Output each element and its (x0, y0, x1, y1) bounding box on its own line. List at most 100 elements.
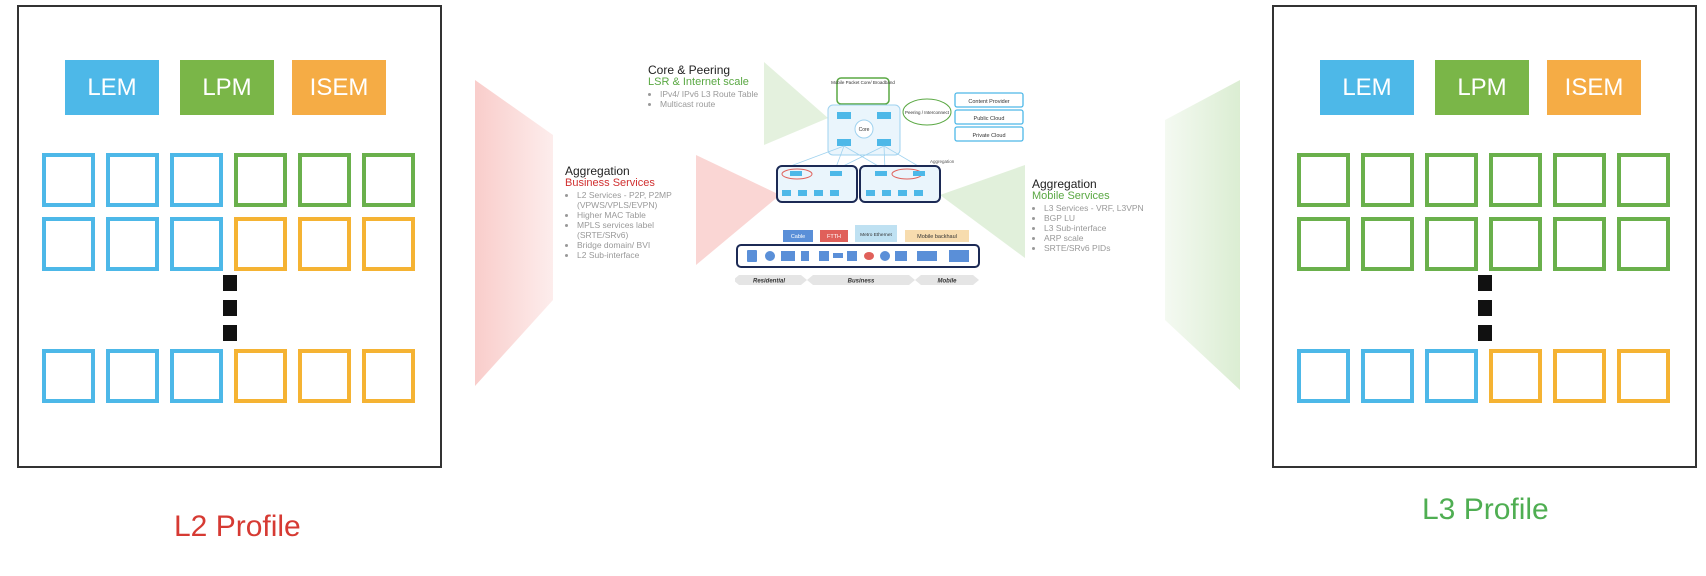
l3-cell-isem (1617, 349, 1670, 403)
l3-profile-panel: LEM LPM ISEM (1272, 5, 1697, 468)
ellipsis-dot (223, 275, 237, 291)
access-tag (855, 225, 897, 242)
l3-cell-isem (1489, 349, 1542, 403)
ellipsis-dot (1478, 325, 1492, 341)
l2-cell-lpm (298, 153, 351, 207)
l3-cell-lpm (1489, 217, 1542, 271)
l3-cell-lpm (1553, 153, 1606, 207)
l2-cell-isem (298, 349, 351, 403)
agg-business-bullet: L2 Sub-interface (577, 250, 695, 260)
l3-cell-isem (1553, 349, 1606, 403)
agg-business-bullet: Higher MAC Table (577, 210, 695, 220)
l3-cell-lpm (1617, 217, 1670, 271)
l2-cell-lpm (234, 153, 287, 207)
lpm-tag: LPM (1435, 60, 1529, 115)
agg-mobile-title: Aggregation (1032, 177, 1097, 191)
l2-cell-isem (362, 349, 415, 403)
cloud-box (954, 126, 1024, 142)
isem-tag: ISEM (1547, 60, 1641, 115)
l3-cell-lpm (1553, 217, 1606, 271)
l3-cell-lem (1425, 349, 1478, 403)
l2-cell-lem (106, 349, 159, 403)
l3-profile-label: L3 Profile (1422, 493, 1549, 526)
endpoint-icons (747, 250, 969, 262)
l2-cell-isem (234, 349, 287, 403)
core-bullets: IPv4/ IPv6 L3 Route Table Multicast rout… (648, 89, 778, 109)
l3-cell-lpm (1297, 217, 1350, 271)
business-highlight-wedge (696, 155, 780, 265)
l2-projection-trapezoid (475, 80, 553, 386)
l3-cell-lpm (1361, 217, 1414, 271)
agg-mobile-bullets: L3 Services - VRF, L3VPN BGP LU L3 Sub-i… (1032, 203, 1162, 253)
ellipsis-dot (1478, 300, 1492, 316)
core-ring (854, 119, 874, 139)
aggregation-business-block (776, 165, 858, 203)
l2-cell-lem (42, 349, 95, 403)
aggregation-small-label: Aggregation (930, 159, 955, 164)
lpm-tag: LPM (180, 60, 274, 115)
l2-cell-isem (234, 217, 287, 271)
cloud-label: Content Provider (968, 99, 1009, 105)
access-tag (783, 230, 813, 242)
network-topology-diagram: Mobile Packet Core/ Broadband Peering / … (735, 77, 1024, 285)
agg-mobile-bullet: SRTE/SRv6 PIDs (1044, 243, 1162, 253)
l3-cell-lpm (1361, 153, 1414, 207)
segment-label: Mobile (938, 279, 958, 285)
l3-projection-trapezoid (1165, 80, 1240, 390)
agg-mobile-bullet: ARP scale (1044, 233, 1162, 243)
agg-business-bullet: L2 Services - P2P, P2MP (VPWS/VPLS/EVPN) (577, 190, 695, 210)
ellipsis-dot (223, 325, 237, 341)
l2-profile-label: L2 Profile (174, 510, 301, 543)
cloud-label: Private Cloud (972, 133, 1005, 139)
core-bullet: Multicast route (660, 99, 778, 109)
access-tag-label: Metro Ethernet (860, 232, 892, 238)
mobile-highlight-wedge (940, 165, 1025, 258)
access-tag-label: Cable (791, 234, 805, 240)
core-bullet: IPv4/ IPv6 L3 Route Table (660, 89, 778, 99)
mobile-packet-core-label: Mobile Packet Core/ Broadband (831, 80, 895, 85)
core-subtitle: LSR & Internet scale (648, 76, 749, 88)
l3-cell-lpm (1489, 153, 1542, 207)
router-icon (837, 112, 851, 119)
business-ring (781, 168, 813, 180)
aggregation-business-text: Aggregation Business Services L2 Service… (565, 165, 695, 260)
endpoint-bar (736, 244, 980, 268)
router-icon (837, 139, 851, 146)
aggregation-mobile-block (859, 165, 941, 203)
l2-cell-lem (170, 217, 223, 271)
l3-cell-lem (1361, 349, 1414, 403)
segment-arrow (807, 275, 915, 285)
l2-cell-isem (298, 217, 351, 271)
core-label: Core (859, 127, 870, 133)
agg-business-bullet: Bridge domain/ BVI (577, 240, 695, 250)
ellipsis-dot (223, 300, 237, 316)
l2-profile-panel: LEM LPM ISEM (17, 5, 442, 468)
agg-mobile-bullet: L3 Sub-interface (1044, 223, 1162, 233)
aggregation-routers (782, 171, 925, 196)
segment-label: Business (848, 279, 875, 285)
cloud-box (954, 109, 1024, 125)
agg-mobile-subtitle: Mobile Services (1032, 190, 1110, 202)
agg-mobile-bullet: L3 Services - VRF, L3VPN (1044, 203, 1162, 213)
l3-cell-lem (1297, 349, 1350, 403)
agg-business-subtitle: Business Services (565, 177, 655, 189)
agg-business-bullets: L2 Services - P2P, P2MP (VPWS/VPLS/EVPN)… (565, 190, 695, 260)
ellipsis-dot (1478, 275, 1492, 291)
l2-cell-lem (42, 217, 95, 271)
l2-cell-lem (170, 153, 223, 207)
lem-tag: LEM (65, 60, 159, 115)
agg-mobile-bullet: BGP LU (1044, 213, 1162, 223)
segment-arrow (915, 275, 979, 285)
aggregation-mobile-text: Aggregation Mobile Services L3 Services … (1032, 178, 1162, 253)
core-highlight-wedge (764, 62, 828, 145)
lem-tag: LEM (1320, 60, 1414, 115)
l2-cell-lem (170, 349, 223, 403)
agg-business-bullet: MPLS services label (SRTE/SRv6) (577, 220, 695, 240)
l2-cell-isem (362, 217, 415, 271)
router-icon (877, 112, 891, 119)
isem-tag: ISEM (292, 60, 386, 115)
cloud-label: Public Cloud (974, 116, 1005, 122)
l2-cell-lpm (362, 153, 415, 207)
l3-cell-lpm (1617, 153, 1670, 207)
